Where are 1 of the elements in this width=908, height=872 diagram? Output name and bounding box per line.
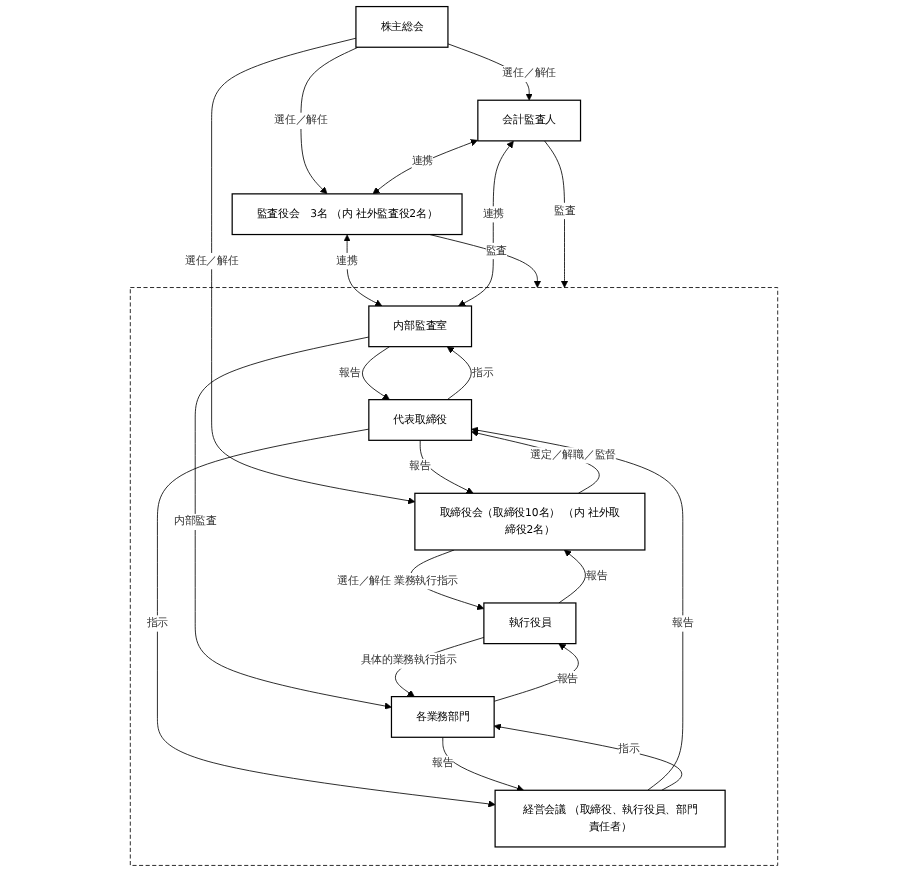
cluster bbox=[129, 287, 779, 866]
